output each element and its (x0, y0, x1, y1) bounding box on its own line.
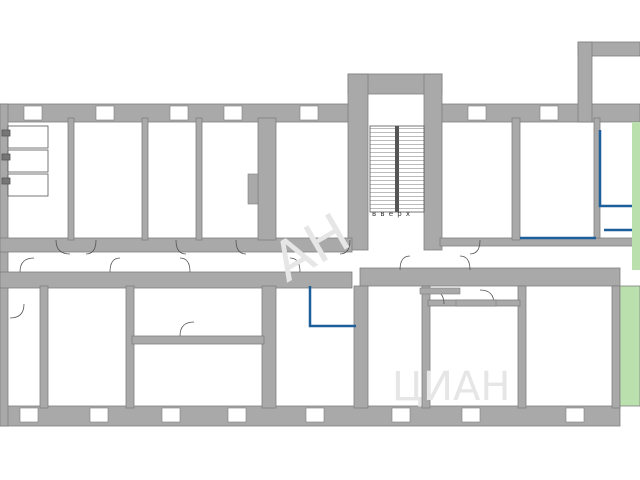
highlighted-strip (632, 122, 640, 270)
staircase (369, 125, 425, 213)
highlighted-room (619, 285, 640, 407)
stair-label: в в е р х (372, 210, 411, 218)
door-blades (247, 173, 497, 307)
window-openings (19, 105, 585, 423)
wc-cubicles (1, 125, 49, 197)
watermark-right: ЦИАН (392, 364, 510, 410)
door-swings (9, 239, 495, 337)
blue-partitions (308, 130, 632, 328)
